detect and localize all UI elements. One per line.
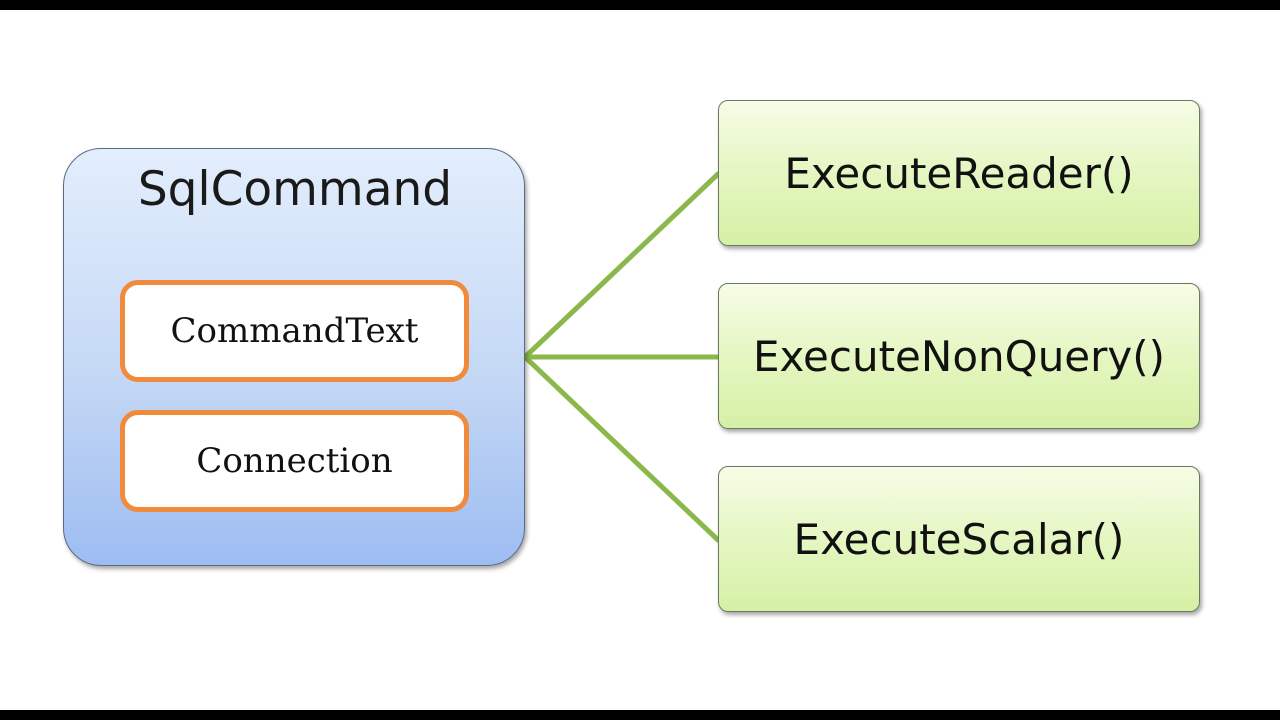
- method-execute-scalar: ExecuteScalar(): [718, 466, 1200, 612]
- property-connection: Connection: [120, 410, 469, 512]
- method-execute-nonquery: ExecuteNonQuery(): [718, 283, 1200, 429]
- connector-to-execute-scalar: [522, 354, 721, 543]
- method-execute-reader: ExecuteReader(): [718, 100, 1200, 246]
- property-commandtext: CommandText: [120, 280, 469, 382]
- connector-to-execute-reader: [522, 171, 721, 360]
- sqlcommand-title: SqlCommand: [137, 162, 453, 217]
